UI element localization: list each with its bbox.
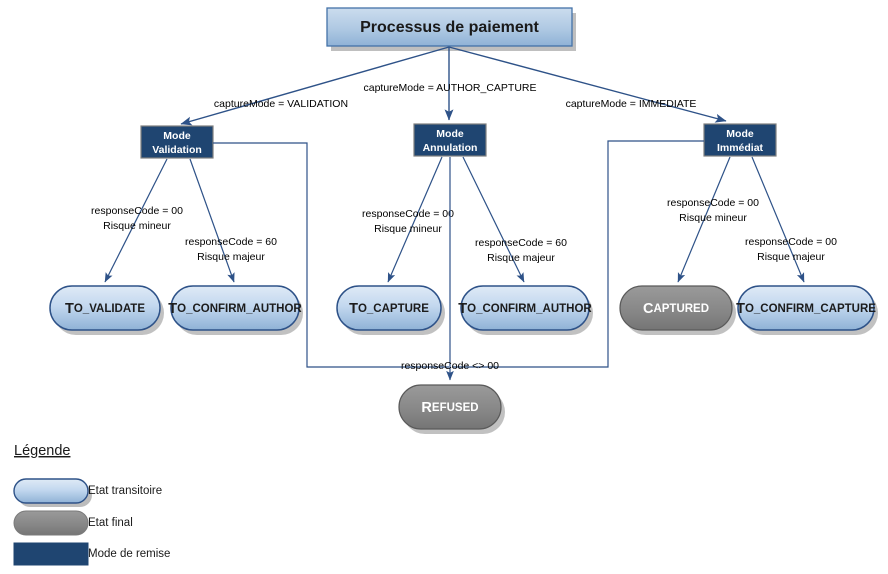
branch-edges-annulation bbox=[387, 156, 525, 283]
root-node-label: Processus de paiement bbox=[360, 19, 539, 36]
refused-edge-label: responseCode <> 00 bbox=[401, 360, 499, 372]
legend-swatch-final bbox=[13, 510, 89, 536]
edge-label-capturemode-validation: captureMode = VALIDATION bbox=[214, 98, 348, 110]
legend-label-final: Etat final bbox=[88, 517, 133, 529]
branch-label-immediat-majeur-line1: responseCode = 00 bbox=[745, 236, 837, 248]
state-label-prefix: T bbox=[458, 301, 467, 317]
state-node-to-confirm-author-1-label: TO_CONFIRM_AUTHOR bbox=[168, 301, 302, 317]
state-node-to-confirm-author-2-label: TO_CONFIRM_AUTHOR bbox=[458, 301, 592, 317]
state-node-to-confirm-capture-body bbox=[737, 285, 875, 331]
edge-annulation-to-to-capture bbox=[387, 156, 443, 283]
state-label-rest: APTURED bbox=[653, 303, 709, 315]
branch-label-validation-mineur-line1: responseCode = 00 bbox=[91, 205, 183, 217]
mode-node-immediat-line2: Immédiat bbox=[717, 142, 764, 154]
state-node-to-validate[interactable]: TO_VALIDATE bbox=[49, 285, 164, 335]
state-label-rest: O_CAPTURE bbox=[358, 303, 429, 315]
legend-item-final: Etat final bbox=[13, 510, 133, 536]
state-node-captured-body bbox=[619, 285, 733, 331]
root-node-processus-de-paiement[interactable]: Processus de paiement bbox=[326, 7, 576, 51]
root-node-body bbox=[326, 7, 573, 47]
legend-title: Légende bbox=[14, 443, 70, 459]
state-node-to-confirm-author-2-body bbox=[460, 285, 590, 331]
state-node-refused-body bbox=[398, 384, 502, 430]
branch-edge-labels: responseCode = 00 Risque mineur response… bbox=[91, 197, 837, 264]
edge-immediat-to-to-confirm-capture bbox=[751, 156, 805, 283]
mode-node-annulation-line2: Annulation bbox=[423, 142, 478, 154]
state-node-captured-label: CAPTURED bbox=[643, 301, 709, 317]
state-label-rest: O_CONFIRM_AUTHOR bbox=[467, 303, 592, 315]
legend-label-mode: Mode de remise bbox=[88, 548, 170, 560]
mode-node-annulation-body bbox=[413, 123, 487, 157]
legend-label-transient: Etat transitoire bbox=[88, 485, 162, 497]
capture-mode-edges bbox=[180, 46, 727, 126]
legend-item-transient: Etat transitoire bbox=[13, 478, 162, 507]
state-node-to-validate-label: TO_VALIDATE bbox=[65, 301, 145, 317]
legend: Légende Etat transitoire Etat final Mode… bbox=[13, 443, 170, 566]
mode-node-annulation[interactable]: Mode Annulation bbox=[413, 123, 487, 157]
state-node-to-confirm-author-1-body bbox=[170, 285, 300, 331]
state-node-to-capture-label: TO_CAPTURE bbox=[349, 301, 429, 317]
edge-label-capturemode-author-capture: captureMode = AUTHOR_CAPTURE bbox=[363, 82, 536, 94]
state-node-captured[interactable]: CAPTURED bbox=[619, 285, 736, 335]
state-label-prefix: T bbox=[168, 301, 177, 317]
edge-annulation-to-to-confirm-author bbox=[462, 156, 525, 283]
branch-label-validation-mineur-line2: Risque mineur bbox=[103, 220, 171, 232]
branch-label-immediat-mineur-line2: Risque mineur bbox=[679, 212, 747, 224]
state-node-to-capture[interactable]: TO_CAPTURE bbox=[336, 285, 445, 335]
branch-label-validation-majeur-line2: Risque majeur bbox=[197, 251, 265, 263]
state-label-prefix: T bbox=[736, 301, 745, 317]
state-node-to-capture-body bbox=[336, 285, 442, 331]
state-label-prefix: C bbox=[643, 301, 654, 317]
state-node-to-confirm-capture[interactable]: TO_CONFIRM_CAPTURE bbox=[736, 285, 878, 335]
branch-edges-validation bbox=[104, 158, 235, 283]
state-node-refused-label: REFUSED bbox=[421, 400, 478, 416]
state-node-to-validate-body bbox=[49, 285, 161, 331]
mode-node-immediat[interactable]: Mode Immédiat bbox=[703, 123, 777, 157]
capture-mode-edge-labels: captureMode = VALIDATION captureMode = A… bbox=[214, 82, 696, 110]
state-label-rest: O_CONFIRM_CAPTURE bbox=[745, 303, 876, 315]
branch-label-immediat-majeur-line2: Risque majeur bbox=[757, 251, 825, 263]
branch-label-immediat-mineur-line1: responseCode = 00 bbox=[667, 197, 759, 209]
mode-node-validation[interactable]: Mode Validation bbox=[140, 125, 214, 159]
edge-root-to-mode-immediat bbox=[448, 46, 727, 123]
legend-swatch-transient bbox=[13, 478, 89, 504]
edge-validation-to-to-validate bbox=[104, 158, 168, 283]
branch-edges-immediat bbox=[677, 156, 805, 283]
legend-item-mode: Mode de remise bbox=[13, 542, 170, 566]
edge-label-capturemode-immediate: captureMode = IMMEDIATE bbox=[566, 98, 697, 110]
state-label-rest: O_VALIDATE bbox=[74, 303, 145, 315]
mode-node-validation-line1: Mode bbox=[163, 130, 191, 142]
edge-immediat-to-refused bbox=[452, 140, 704, 368]
branch-label-annulation-majeur-line1: responseCode = 60 bbox=[475, 237, 567, 249]
mode-node-validation-body bbox=[140, 125, 214, 159]
state-label-prefix: T bbox=[349, 301, 358, 317]
state-node-refused[interactable]: REFUSED bbox=[398, 384, 505, 434]
state-label-rest: EFUSED bbox=[432, 402, 479, 414]
legend-swatch-mode bbox=[13, 542, 89, 566]
mode-node-annulation-line1: Mode bbox=[436, 128, 464, 140]
state-label-prefix: T bbox=[65, 301, 74, 317]
edge-immediat-to-captured bbox=[677, 156, 731, 283]
state-node-to-confirm-author-1[interactable]: TO_CONFIRM_AUTHOR bbox=[168, 285, 303, 335]
refused-routing-edges: responseCode <> 00 bbox=[213, 140, 704, 381]
state-node-to-confirm-author-2[interactable]: TO_CONFIRM_AUTHOR bbox=[458, 285, 593, 335]
edge-validation-to-to-confirm-author bbox=[189, 158, 235, 283]
mode-node-immediat-body bbox=[703, 123, 777, 157]
edge-root-to-mode-validation bbox=[180, 46, 450, 126]
edge-validation-to-refused bbox=[213, 142, 449, 368]
state-label-rest: O_CONFIRM_AUTHOR bbox=[177, 303, 302, 315]
mode-node-immediat-line1: Mode bbox=[726, 128, 754, 140]
branch-label-annulation-mineur-line2: Risque mineur bbox=[374, 223, 442, 235]
mode-node-validation-line2: Validation bbox=[152, 144, 202, 156]
state-label-prefix: R bbox=[421, 400, 432, 416]
state-node-to-confirm-capture-label: TO_CONFIRM_CAPTURE bbox=[736, 301, 876, 317]
branch-label-validation-majeur-line1: responseCode = 60 bbox=[185, 236, 277, 248]
branch-label-annulation-majeur-line2: Risque majeur bbox=[487, 252, 555, 264]
branch-label-annulation-mineur-line1: responseCode = 00 bbox=[362, 208, 454, 220]
